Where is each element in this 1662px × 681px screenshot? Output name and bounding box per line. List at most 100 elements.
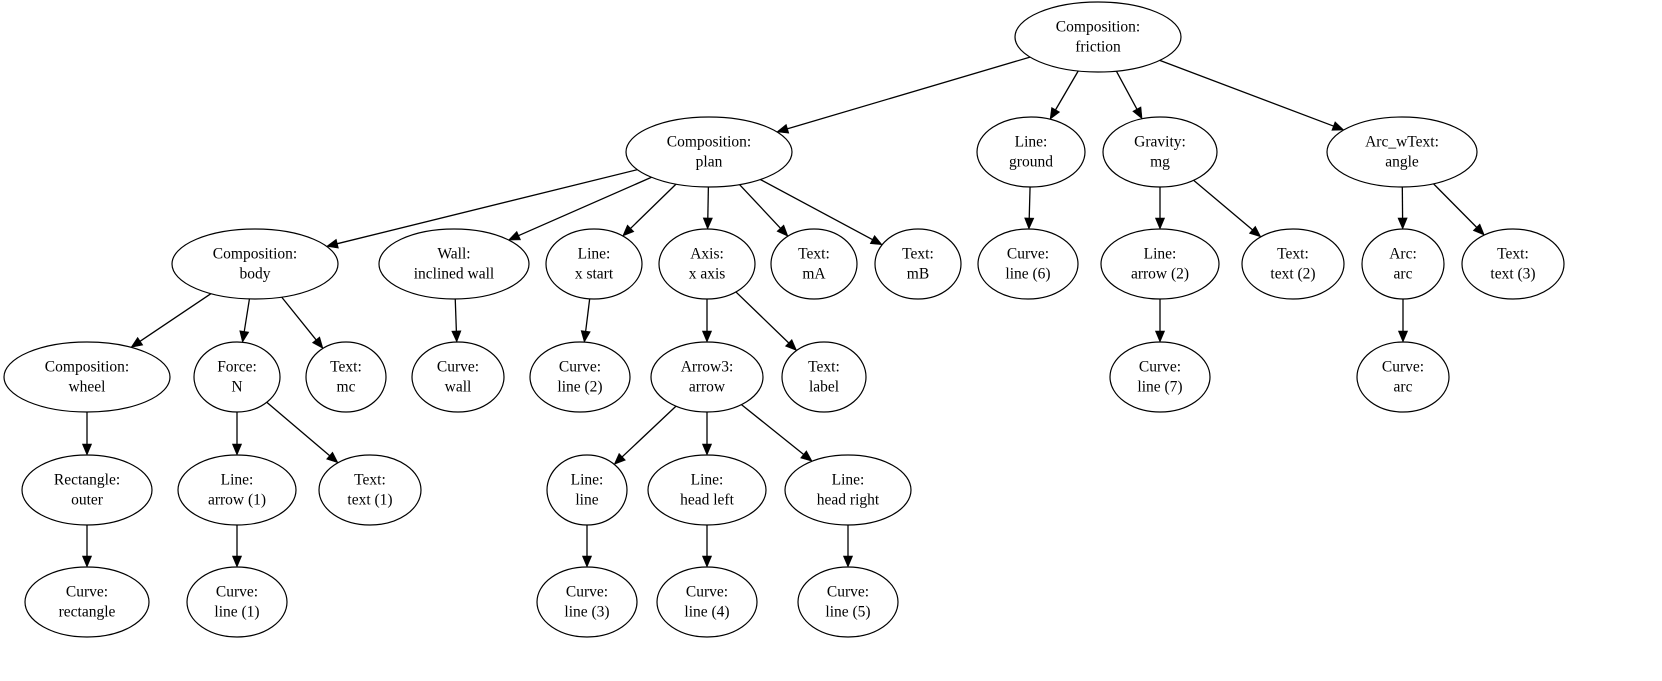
node-label-type-plan: Composition: xyxy=(667,134,751,151)
node-label-name-body: body xyxy=(240,266,271,283)
node-label-name-lineline: line xyxy=(575,492,598,509)
node-ellipse-wall[interactable] xyxy=(378,228,530,300)
node-ellipse-text3[interactable] xyxy=(1461,228,1565,300)
node-xaxis[interactable]: Axis:x axis xyxy=(658,228,756,300)
arrowhead-lineline-to-line3 xyxy=(581,555,593,568)
node-label-type-rectangle: Curve: xyxy=(66,584,108,601)
arrowhead-friction-to-angle xyxy=(1331,121,1345,131)
node-line3[interactable]: Curve:line (3) xyxy=(536,566,638,638)
node-friction[interactable]: Composition:friction xyxy=(1014,1,1182,73)
node-ellipse-line3[interactable] xyxy=(536,566,638,638)
node-ellipse-xstart[interactable] xyxy=(545,228,643,300)
node-arrow1[interactable]: Line:arrow (1) xyxy=(177,454,297,526)
node-ellipse-curvewall[interactable] xyxy=(411,341,505,413)
node-line7[interactable]: Curve:line (7) xyxy=(1109,341,1211,413)
edge-plan-to-mB xyxy=(760,178,873,241)
arrowhead-friction-to-plan xyxy=(776,123,790,134)
node-ellipse-friction[interactable] xyxy=(1014,1,1182,73)
nodes-layer: Composition:frictionComposition:planLine… xyxy=(3,1,1565,638)
node-ellipse-gravity[interactable] xyxy=(1102,116,1218,188)
node-ellipse-curvearc[interactable] xyxy=(1356,341,1450,413)
node-ground[interactable]: Line:ground xyxy=(976,116,1086,188)
arrowhead-wheel-to-outer xyxy=(81,443,93,456)
node-arc[interactable]: Arc: arc xyxy=(1361,228,1445,300)
node-ellipse-wheel[interactable] xyxy=(3,341,171,413)
node-text2[interactable]: Text:text (2) xyxy=(1241,228,1345,300)
node-label-name-text3: text (3) xyxy=(1490,266,1535,283)
node-label[interactable]: Text:label xyxy=(781,341,867,413)
node-ellipse-body[interactable] xyxy=(171,228,339,300)
node-ellipse-arrow1[interactable] xyxy=(177,454,297,526)
node-plan[interactable]: Composition:plan xyxy=(625,116,793,188)
node-line6[interactable]: Curve:line (6) xyxy=(977,228,1079,300)
node-ellipse-arrow3[interactable] xyxy=(650,341,764,413)
node-ellipse-mc[interactable] xyxy=(305,341,387,413)
node-angle[interactable]: Arc_wText:angle xyxy=(1326,116,1478,188)
edge-gravity-to-text2 xyxy=(1193,179,1253,231)
node-arrow2[interactable]: Line:arrow (2) xyxy=(1100,228,1220,300)
node-label-type-arc: Arc: xyxy=(1389,246,1417,263)
node-line2[interactable]: Curve:line (2) xyxy=(529,341,631,413)
node-label-name-wheel: wheel xyxy=(68,379,105,396)
node-xstart[interactable]: Line:x start xyxy=(545,228,643,300)
node-arrow3[interactable]: Arrow3:arrow xyxy=(650,341,764,413)
node-curvearc[interactable]: Curve:arc xyxy=(1356,341,1450,413)
node-label-name-mc: mc xyxy=(337,379,356,396)
node-text3[interactable]: Text:text (3) xyxy=(1461,228,1565,300)
node-ellipse-line1[interactable] xyxy=(186,566,288,638)
node-label-name-forceN: N xyxy=(231,379,242,396)
node-ellipse-line6[interactable] xyxy=(977,228,1079,300)
node-ellipse-label[interactable] xyxy=(781,341,867,413)
node-lineline[interactable]: Line:line xyxy=(546,454,628,526)
node-label-type-xaxis: Axis: xyxy=(690,246,724,263)
node-curvewall[interactable]: Curve:wall xyxy=(411,341,505,413)
arrowhead-arrow3-to-headleft xyxy=(701,443,713,456)
node-text1[interactable]: Text:text (1) xyxy=(318,454,422,526)
arrowhead-plan-to-xaxis xyxy=(702,217,713,230)
node-rectangle[interactable]: Curve:rectangle xyxy=(24,566,150,638)
arrowhead-plan-to-mA xyxy=(776,224,789,237)
node-gravity[interactable]: Gravity:mg xyxy=(1102,116,1218,188)
node-ellipse-arc[interactable] xyxy=(1361,228,1445,300)
node-ellipse-line7[interactable] xyxy=(1109,341,1211,413)
node-label-name-friction: friction xyxy=(1075,39,1121,56)
node-ellipse-angle[interactable] xyxy=(1326,116,1478,188)
node-body[interactable]: Composition:body xyxy=(171,228,339,300)
node-ellipse-rectangle[interactable] xyxy=(24,566,150,638)
edge-friction-to-plan xyxy=(787,56,1031,130)
node-mB[interactable]: Text:mB xyxy=(874,228,962,300)
node-ellipse-xaxis[interactable] xyxy=(658,228,756,300)
node-headright[interactable]: Line:head right xyxy=(784,454,912,526)
node-line5[interactable]: Curve:line (5) xyxy=(797,566,899,638)
node-ellipse-plan[interactable] xyxy=(625,116,793,188)
node-line1[interactable]: Curve:line (1) xyxy=(186,566,288,638)
node-line4[interactable]: Curve:line (4) xyxy=(656,566,758,638)
node-ellipse-headright[interactable] xyxy=(784,454,912,526)
node-mc[interactable]: Text:mc xyxy=(305,341,387,413)
node-ellipse-text2[interactable] xyxy=(1241,228,1345,300)
node-headleft[interactable]: Line:head left xyxy=(647,454,767,526)
node-ellipse-forceN[interactable] xyxy=(193,341,281,413)
node-ellipse-headleft[interactable] xyxy=(647,454,767,526)
node-label-name-arc: arc xyxy=(1394,266,1413,283)
node-wheel[interactable]: Composition:wheel xyxy=(3,341,171,413)
node-ellipse-outer[interactable] xyxy=(21,454,153,526)
node-wall[interactable]: Wall:inclined wall xyxy=(378,228,530,300)
node-ellipse-mA[interactable] xyxy=(770,228,858,300)
node-mA[interactable]: Text:mA xyxy=(770,228,858,300)
node-label-type-line4: Curve: xyxy=(686,584,728,601)
node-ellipse-ground[interactable] xyxy=(976,116,1086,188)
node-ellipse-text1[interactable] xyxy=(318,454,422,526)
node-ellipse-line5[interactable] xyxy=(797,566,899,638)
node-ellipse-lineline[interactable] xyxy=(546,454,628,526)
node-forceN[interactable]: Force:N xyxy=(193,341,281,413)
node-label-type-line2: Curve: xyxy=(559,359,601,376)
node-outer[interactable]: Rectangle:outer xyxy=(21,454,153,526)
node-label-name-ground: ground xyxy=(1009,154,1053,171)
node-ellipse-mB[interactable] xyxy=(874,228,962,300)
node-ellipse-line2[interactable] xyxy=(529,341,631,413)
node-ellipse-line4[interactable] xyxy=(656,566,758,638)
node-ellipse-arrow2[interactable] xyxy=(1100,228,1220,300)
arrowhead-wall-to-curvewall xyxy=(451,330,462,343)
